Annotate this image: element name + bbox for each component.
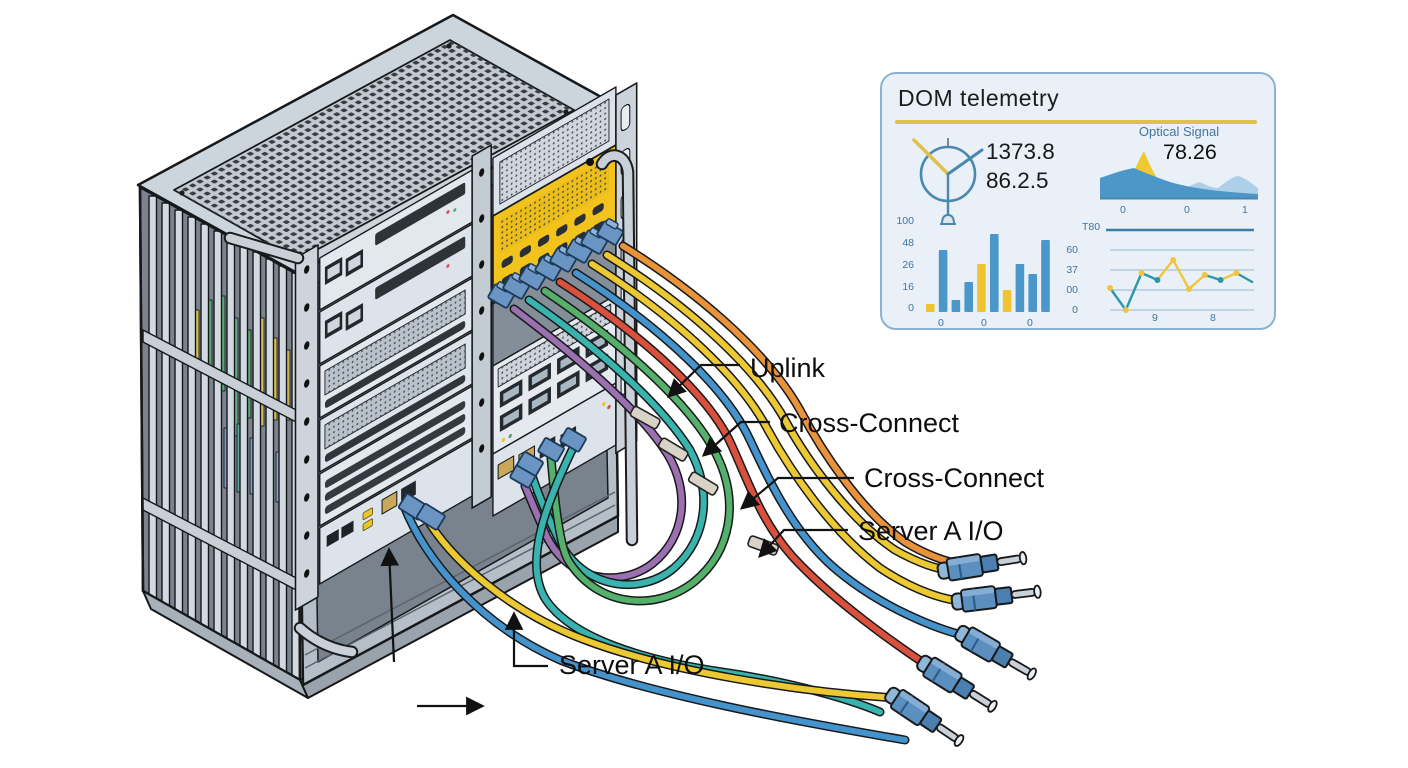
bar-y-tick: 16 <box>902 281 914 293</box>
patch-panel-plugs <box>487 218 624 309</box>
cable-uplink-orange <box>618 241 965 569</box>
area-x-tick: 0 <box>1184 204 1190 216</box>
cable-uplink-yellow-2 <box>587 259 967 606</box>
cable-cross-connect-green <box>540 286 734 606</box>
rack-side-vents <box>138 185 302 682</box>
server-unit-6 <box>319 439 473 585</box>
server-unit-4 <box>319 331 473 473</box>
cable-server-a-io-yellow <box>419 509 901 703</box>
cable-server-blue-2 <box>399 501 910 745</box>
gauge-value-1: 1373.8 <box>986 139 1055 164</box>
gauge-icon <box>912 138 984 225</box>
fiber-connector-1 <box>936 551 1028 582</box>
panel-title-underline <box>895 120 1257 124</box>
line-y-tick: 60 <box>1066 244 1078 256</box>
switch-port-plugs <box>397 427 587 531</box>
label-server-a-io-bottom: Server A I/O <box>559 650 705 680</box>
leader-uplink <box>666 363 740 398</box>
leader-server-a-io-bottom <box>504 611 548 668</box>
server-unit-1 <box>319 169 473 311</box>
temperature-line-chart <box>1106 228 1254 313</box>
rack-rail-left <box>294 243 319 612</box>
bar-y-tick: 48 <box>902 237 914 249</box>
gauge-value-2: 86.2.5 <box>986 168 1049 193</box>
label-cross-connect-1: Cross-Connect <box>779 408 960 438</box>
line-x-tick: 8 <box>1210 312 1216 324</box>
line-x-tick: 9 <box>1152 312 1158 324</box>
label-server-a-io-right: Server A I/O <box>858 516 1004 546</box>
panel-title: DOM telemetry <box>898 85 1060 111</box>
bar-x-tick: 0 <box>938 317 944 329</box>
area-x-tick: 1 <box>1242 204 1248 216</box>
server-unit-2 <box>319 223 473 365</box>
rack-top-vent <box>136 13 614 275</box>
optical-signal-value: 78.26 <box>1163 140 1217 164</box>
patch-panel-yellow <box>492 143 617 306</box>
server-unit-top-right <box>492 86 617 217</box>
cable-management-tubes <box>223 149 639 659</box>
area-x-tick: 0 <box>1120 204 1126 216</box>
server-unit-3 <box>319 277 473 419</box>
line-y-tick: 0 <box>1072 304 1078 316</box>
bar-y-tick: 0 <box>908 302 914 314</box>
line-y-tick: 37 <box>1066 264 1078 276</box>
leader-cross-connect-2 <box>739 476 854 510</box>
bar-y-tick: 100 <box>896 215 914 227</box>
fiber-connector-5 <box>884 686 965 747</box>
bar-x-tick: 0 <box>1027 317 1033 329</box>
optical-signal-label: Optical Signal <box>1138 124 1220 139</box>
rack-rail-centre <box>471 143 492 510</box>
bar-x-tick: 0 <box>981 317 987 329</box>
fiber-connector-2 <box>950 584 1042 613</box>
leader-cross-connect-1 <box>701 420 770 457</box>
bar-y-tick: 26 <box>902 259 914 271</box>
server-unit-5 <box>319 385 473 527</box>
cable-server-a-io-blue <box>571 268 971 641</box>
optical-signal-area-chart <box>1100 151 1258 200</box>
fiber-cables <box>399 241 971 745</box>
dom-telemetry-panel: DOM telemetry 1373.8 86.2.5 Optical Sign… <box>880 72 1276 330</box>
cable-uplink-yellow-1 <box>602 250 953 575</box>
fiber-connector-3 <box>954 624 1037 681</box>
label-uplink: Uplink <box>750 353 826 383</box>
gauge-readings: 1373.8 86.2.5 <box>986 137 1055 195</box>
leader-server-a-io-right <box>758 528 848 559</box>
callouts <box>380 363 854 716</box>
line-y-tick: 00 <box>1066 284 1078 296</box>
leader-port-indicator <box>380 547 400 663</box>
line-chart-label: T80 <box>1082 221 1101 233</box>
cable-cross-connect-purple <box>509 304 687 583</box>
fiber-connector-4 <box>916 654 998 713</box>
label-cross-connect-2: Cross-Connect <box>864 463 1045 493</box>
rack-cabinet <box>136 13 639 699</box>
port-activity-bar-chart <box>926 234 1050 312</box>
